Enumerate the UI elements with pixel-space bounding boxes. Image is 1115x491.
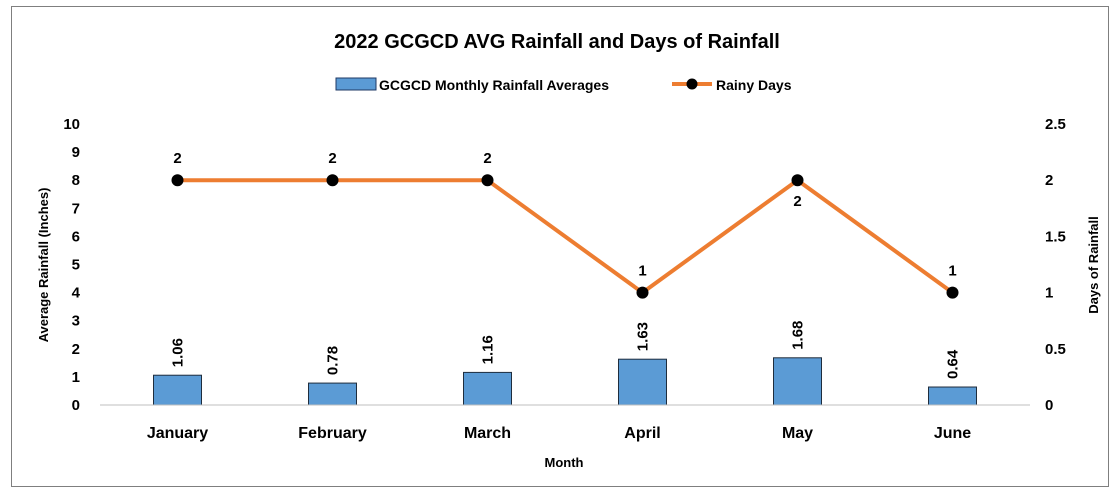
chart-title: 2022 GCGCD AVG Rainfall and Days of Rain… — [334, 31, 780, 53]
rainy-days-marker — [946, 286, 959, 299]
x-category-label: March — [464, 425, 511, 442]
bar-data-label: 1.68 — [790, 321, 807, 350]
y2-axis-title: Days of Rainfall — [1086, 216, 1101, 314]
y-tick-label: 5 — [72, 257, 80, 274]
x-category-label: April — [624, 425, 660, 442]
rainy-days-marker — [791, 174, 804, 187]
x-axis-title: Month — [545, 455, 584, 470]
legend-line-marker — [686, 78, 698, 90]
x-category-label: June — [934, 425, 971, 442]
y-tick-label: 9 — [72, 144, 80, 161]
rainy-days-data-label: 2 — [793, 193, 801, 210]
rainy-days-data-label: 2 — [328, 150, 336, 167]
y2-tick-label: 2 — [1045, 172, 1053, 189]
legend-line-label: Rainy Days — [716, 77, 792, 93]
rainy-days-marker — [171, 174, 184, 187]
y-tick-label: 1 — [72, 369, 80, 386]
bar-april — [618, 358, 667, 406]
chart-frame — [11, 6, 1109, 487]
bar-january — [153, 374, 202, 406]
bar-data-label: 1.63 — [635, 322, 652, 351]
legend: GCGCD Monthly Rainfall Averages Rainy Da… — [335, 77, 792, 93]
bar-data-label: 0.78 — [325, 346, 342, 375]
y-tick-label: 7 — [72, 200, 80, 217]
y-tick-label: 8 — [72, 172, 80, 189]
x-category-label: May — [782, 425, 813, 442]
x-axis-categories: January February March April May June — [147, 425, 971, 442]
y2-tick-label: 1.5 — [1045, 228, 1066, 245]
bar-june — [928, 386, 977, 406]
rainy-days-marker — [636, 286, 649, 299]
y-axis-ticks: 0 1 2 3 4 5 6 7 8 9 10 — [63, 116, 80, 414]
y-tick-label: 10 — [63, 116, 80, 133]
y-tick-label: 6 — [72, 228, 80, 245]
rainy-days-data-label: 2 — [173, 150, 181, 167]
bar-march — [463, 371, 512, 406]
legend-bar-swatch — [335, 77, 377, 91]
bar-february — [308, 382, 357, 406]
bar-data-label: 1.06 — [170, 338, 187, 367]
rainy-days-marker — [481, 174, 494, 187]
x-category-label: February — [298, 425, 367, 442]
rainy-days-line — [177, 178, 954, 295]
rainy-days-data-label: 1 — [638, 263, 646, 280]
y-tick-label: 2 — [72, 341, 80, 358]
legend-bar-label: GCGCD Monthly Rainfall Averages — [379, 77, 609, 93]
y-tick-label: 0 — [72, 397, 80, 414]
y2-axis-ticks: 0 0.5 1 1.5 2 2.5 — [1045, 116, 1066, 414]
y2-tick-label: 1 — [1045, 285, 1053, 302]
y2-tick-label: 0.5 — [1045, 341, 1066, 358]
rainy-days-data-label: 2 — [483, 150, 491, 167]
line-series: 2 2 2 1 2 1 — [171, 150, 959, 299]
rainy-days-marker — [326, 174, 339, 187]
y-tick-label: 4 — [72, 285, 81, 302]
y-axis-title: Average Rainfall (Inches) — [36, 188, 51, 343]
bar-series: 1.06 0.78 1.16 1.63 1.68 0.64 — [153, 321, 977, 406]
rainy-days-data-label: 1 — [948, 263, 956, 280]
y2-tick-label: 2.5 — [1045, 116, 1066, 133]
x-category-label: January — [147, 425, 208, 442]
bar-data-label: 1.16 — [480, 335, 497, 364]
bar-data-label: 0.64 — [945, 349, 962, 379]
y-tick-label: 3 — [72, 313, 80, 330]
y2-tick-label: 0 — [1045, 397, 1053, 414]
bar-may — [773, 357, 822, 406]
